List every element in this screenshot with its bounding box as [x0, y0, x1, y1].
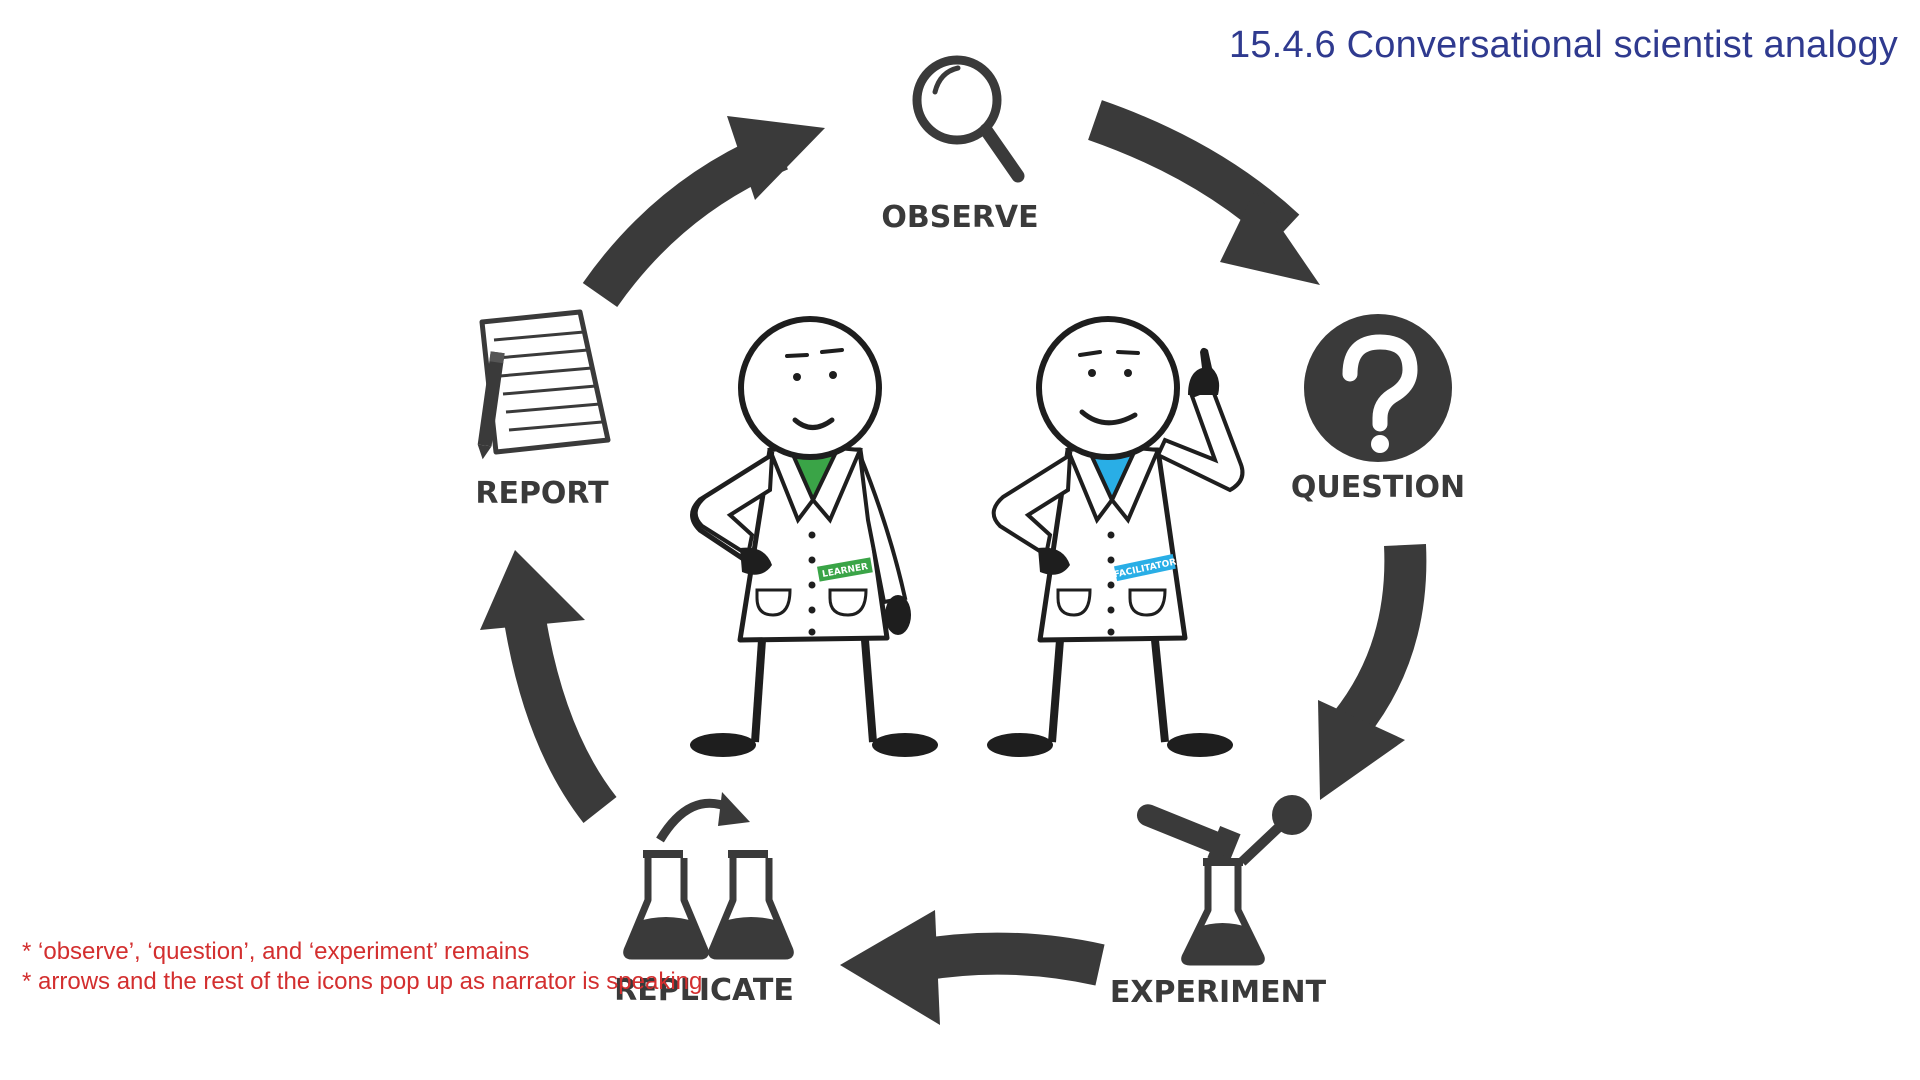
arrow-replicate-to-report — [480, 550, 617, 823]
arrow-observe-to-question — [1088, 100, 1320, 285]
learner-character: LEARNER — [690, 316, 938, 757]
stage-label-replicate: REPLICATE — [614, 973, 794, 1008]
stage-label-report: REPORT — [475, 476, 609, 511]
question-mark-icon — [1304, 314, 1452, 462]
narrator-notes: * ‘observe’, ‘question’, and ‘experiment… — [22, 937, 702, 997]
replicate-flasks-icon — [623, 792, 794, 960]
experiment-flask-icon — [1136, 795, 1312, 966]
arrow-experiment-to-replicate — [840, 910, 1105, 1025]
arrow-report-to-observe — [582, 116, 825, 308]
note-line: * ‘observe’, ‘question’, and ‘experiment… — [22, 938, 530, 965]
slide-title: 15.4.6 Conversational scientist analogy — [1229, 24, 1898, 66]
stage-label-question: QUESTION — [1291, 470, 1465, 505]
arrow-question-to-experiment — [1318, 544, 1427, 800]
facilitator-character: FACILITATOR — [987, 316, 1245, 757]
stage-label-experiment: EXPERIMENT — [1110, 975, 1327, 1010]
magnifying-glass-icon — [912, 55, 1025, 183]
note-line: * arrows and the rest of the icons pop u… — [22, 968, 703, 995]
stage-label-observe: OBSERVE — [881, 200, 1038, 235]
report-paper-icon — [477, 309, 611, 460]
